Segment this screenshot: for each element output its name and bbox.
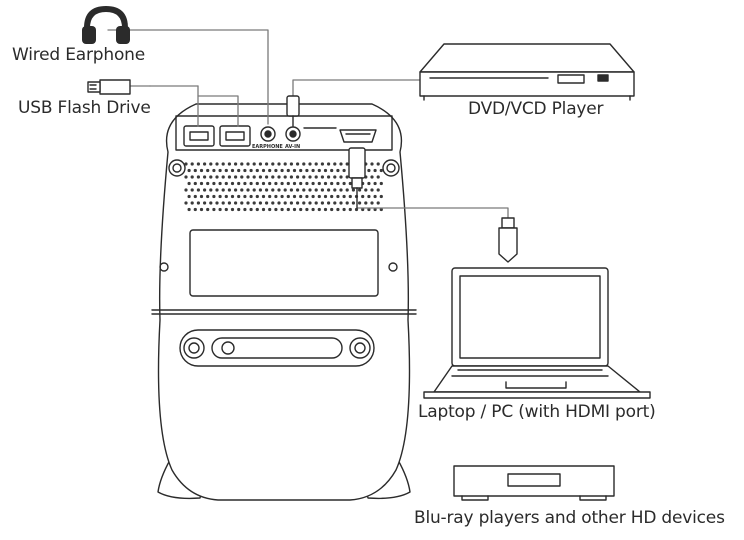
port-panel: [183, 125, 377, 147]
av-plug-icon: [286, 95, 300, 127]
bluray-player-icon: [453, 465, 615, 501]
hdmi-plug-icon: [348, 147, 366, 209]
headphones-icon: [82, 6, 130, 44]
bluray-label: Blu-ray players and other HD devices: [414, 508, 725, 528]
usb-drive-icon: [87, 79, 131, 95]
speaker-grille: [184, 162, 383, 212]
wired-earphone-label: Wired Earphone: [12, 45, 145, 65]
earphone-port-label: EARPHONE: [252, 144, 283, 150]
laptop-label: Laptop / PC (with HDMI port): [418, 402, 656, 422]
dvd-player-icon: [419, 43, 635, 101]
hdmi-plug-icon: [498, 217, 518, 263]
av-in-port-label: AV-IN: [285, 144, 301, 150]
cables: [107, 29, 509, 219]
usb-flash-drive-label: USB Flash Drive: [18, 98, 151, 118]
laptop-icon: [423, 267, 651, 399]
dvd-player-label: DVD/VCD Player: [468, 99, 604, 119]
projector-icon: [151, 103, 417, 501]
